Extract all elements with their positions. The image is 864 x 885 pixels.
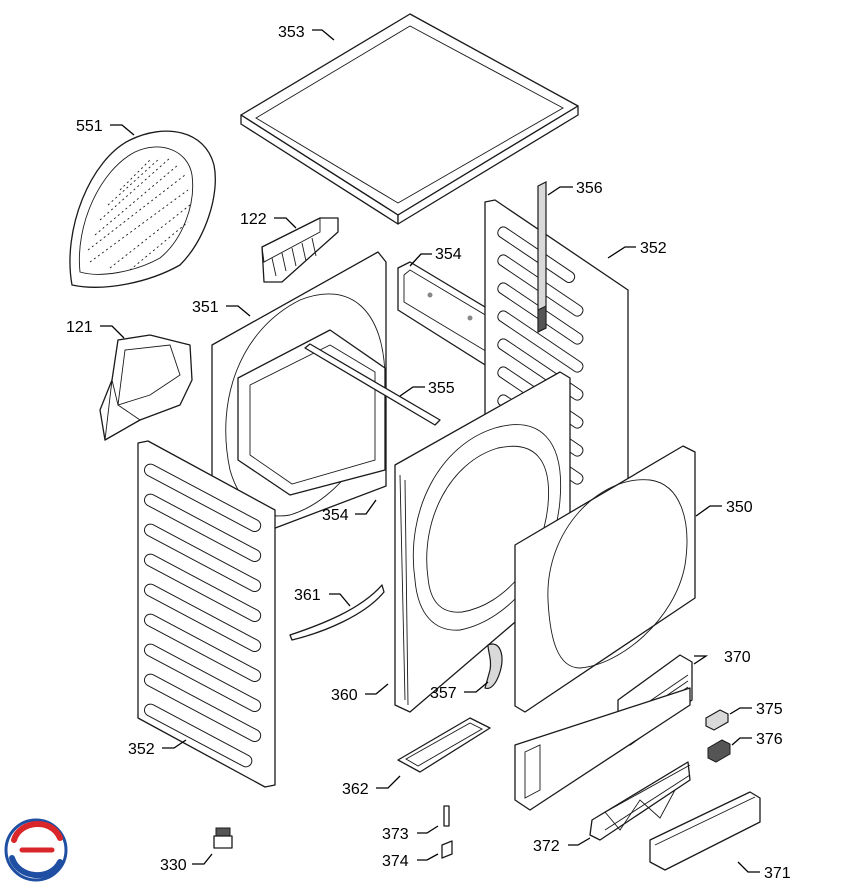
label-372: 372 xyxy=(533,838,560,855)
label-360: 360 xyxy=(331,687,358,704)
part-355-rod xyxy=(304,343,441,426)
label-352-right: 352 xyxy=(640,240,667,257)
label-373: 373 xyxy=(382,826,409,843)
part-357-hose xyxy=(484,643,503,690)
label-375: 375 xyxy=(756,701,783,718)
part-labels: 353 551 122 356 354 352 351 121 355 350 … xyxy=(66,24,791,882)
part-360-front-frame xyxy=(394,371,571,713)
label-330: 330 xyxy=(160,857,187,874)
part-361-curved-bracket xyxy=(289,584,385,641)
part-372-fascia xyxy=(514,687,691,841)
label-371: 371 xyxy=(764,865,791,882)
part-373-pin xyxy=(443,805,450,827)
part-371-drawer-panel xyxy=(649,791,761,871)
part-350-front-panel xyxy=(514,445,696,713)
part-353-top-cover xyxy=(240,13,579,225)
part-375-clip xyxy=(705,709,729,731)
part-374-clip xyxy=(441,840,453,859)
part-376-clip xyxy=(707,739,731,763)
label-121: 121 xyxy=(66,319,93,336)
label-356: 356 xyxy=(576,180,603,197)
label-361: 361 xyxy=(294,587,321,604)
part-362-gasket xyxy=(397,717,491,773)
label-374: 374 xyxy=(382,853,409,870)
label-354-bottom: 354 xyxy=(322,507,349,524)
part-351-rear-panel xyxy=(211,251,387,531)
label-354-top: 354 xyxy=(435,246,462,263)
label-122: 122 xyxy=(240,211,267,228)
label-551: 551 xyxy=(76,118,103,135)
part-122-filter-holder xyxy=(261,217,339,283)
label-353: 353 xyxy=(278,24,305,41)
label-352-left: 352 xyxy=(128,741,155,758)
part-356-vertical-post xyxy=(537,181,547,333)
part-121-duct xyxy=(99,334,193,441)
label-357: 357 xyxy=(430,685,457,702)
label-355: 355 xyxy=(428,380,455,397)
label-351: 351 xyxy=(192,299,219,316)
part-352-left-side-panel xyxy=(137,440,276,788)
brand-logo-icon xyxy=(4,818,68,882)
label-362: 362 xyxy=(342,781,369,798)
label-376: 376 xyxy=(756,731,783,748)
part-551-rear-grille xyxy=(69,130,216,288)
leader-lines xyxy=(100,29,760,873)
label-370: 370 xyxy=(724,649,751,666)
label-350: 350 xyxy=(726,499,753,516)
part-330-foot xyxy=(213,827,233,849)
